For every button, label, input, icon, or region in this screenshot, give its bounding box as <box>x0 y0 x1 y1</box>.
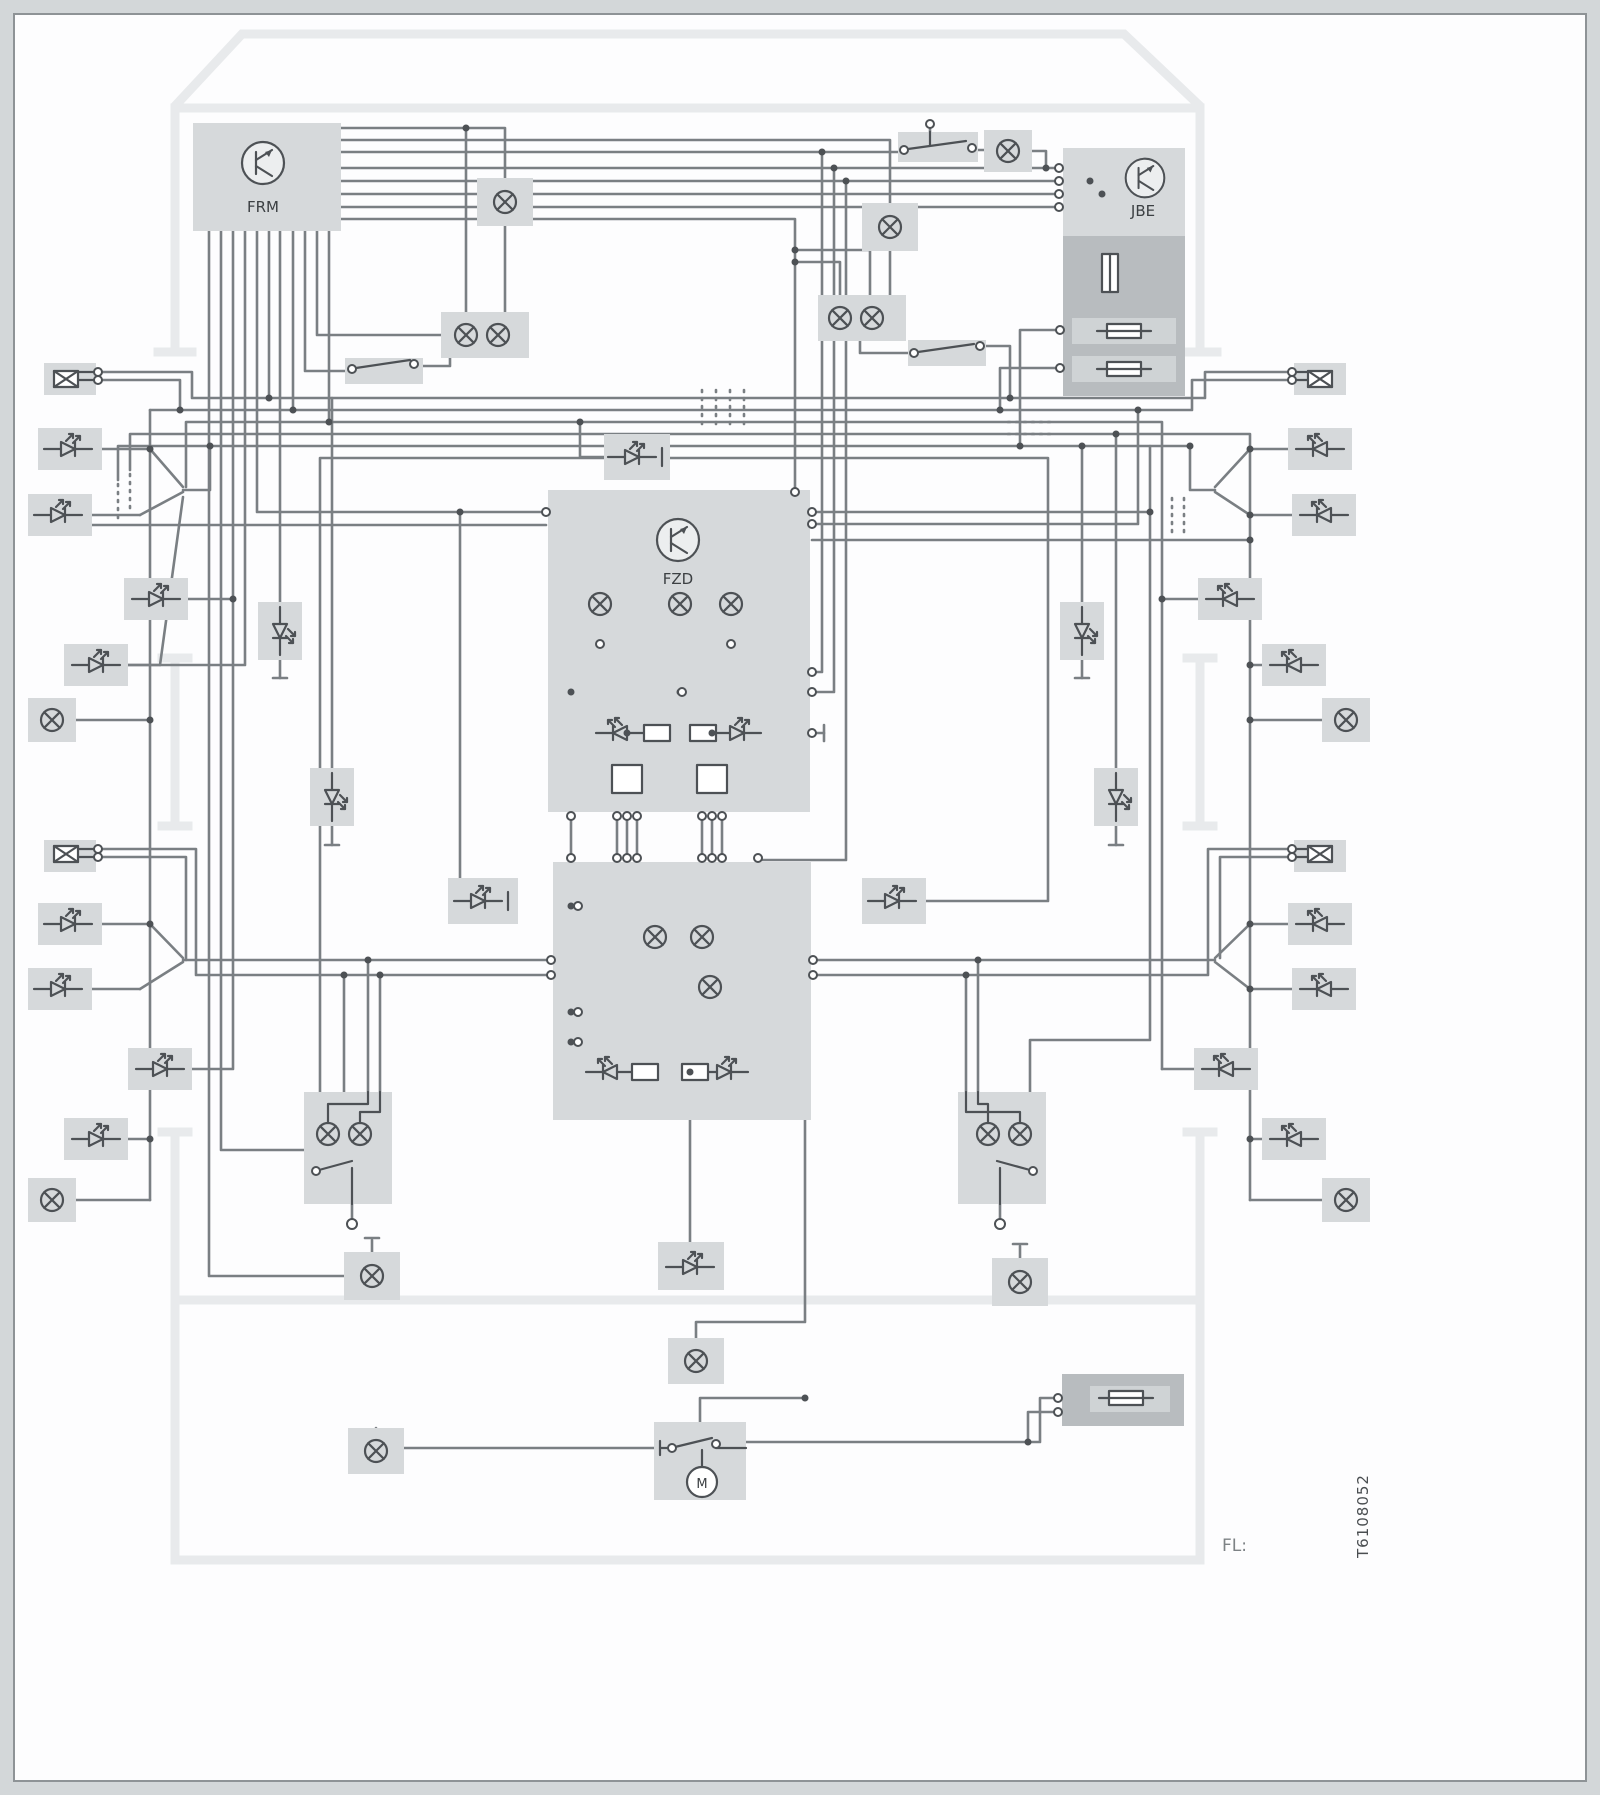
connector-x-right-bottom <box>1292 840 1346 872</box>
motor-label: M <box>696 1477 707 1492</box>
frm-label: FRM <box>247 198 279 216</box>
led-left-1 <box>38 428 102 470</box>
led-left-4 <box>64 644 128 686</box>
connector-x-icon <box>1306 369 1334 389</box>
control-module-icon <box>240 140 286 186</box>
terminal-circles <box>93 119 1297 1453</box>
photodiode-left-1 <box>258 602 302 660</box>
reading-light-unit-left <box>304 1090 392 1206</box>
led-right-3 <box>1198 578 1262 620</box>
switch-left <box>345 358 423 384</box>
connector-x-icon <box>52 844 80 864</box>
switch-right <box>908 340 986 366</box>
led-left-8 <box>64 1118 128 1160</box>
lamp-bottom-right <box>992 1258 1048 1306</box>
double-lamp-right <box>818 295 906 341</box>
lamp-right-bottom <box>1322 1178 1370 1222</box>
switch-icon <box>906 130 968 151</box>
frm-module: FRM <box>193 123 341 231</box>
led-left-2 <box>28 494 92 536</box>
led-mid-left <box>448 878 518 924</box>
led-left-5 <box>38 903 102 945</box>
lamp-front-right <box>862 203 918 251</box>
led-left-3 <box>124 578 188 620</box>
document-number: T6108052 <box>1354 1474 1372 1559</box>
led-left-7 <box>128 1048 192 1090</box>
fzd-module: FZD <box>548 490 810 812</box>
fuse-icon <box>1100 252 1120 294</box>
relay-icon <box>610 763 644 795</box>
fl-label: FL: <box>1222 1536 1247 1556</box>
trunk-motor-unit: M <box>654 1422 748 1500</box>
led-right-8 <box>1262 1118 1326 1160</box>
led-right-1 <box>1288 428 1352 470</box>
switch-icon <box>317 1159 354 1172</box>
connector-x-left-bottom <box>44 840 98 872</box>
connector-x-right-top <box>1292 363 1346 395</box>
jbe-label: JBE <box>1130 202 1155 220</box>
led-right-6 <box>1292 968 1356 1010</box>
fzd-label: FZD <box>663 570 693 588</box>
lamp-left-top <box>28 698 76 742</box>
connector-x-left-top <box>44 363 98 395</box>
led-right-2 <box>1292 494 1356 536</box>
led-mid-right <box>862 878 926 924</box>
switch-icon <box>673 1436 714 1449</box>
switch-icon <box>354 358 412 370</box>
trunk-fuse-box <box>1062 1374 1184 1426</box>
lamp-bottom-left <box>344 1252 400 1300</box>
connector-x-icon <box>52 369 80 389</box>
resistor-icon <box>680 1062 710 1082</box>
switch-icon <box>916 342 976 354</box>
lamp-trunk-left <box>348 1428 404 1474</box>
jbe-module: JBE <box>1063 148 1185 396</box>
led-left-6 <box>28 968 92 1010</box>
pass-through-markers <box>116 388 1186 536</box>
reading-light-unit-right <box>958 1090 1046 1206</box>
lamp-top-right <box>984 130 1032 172</box>
led-right-4 <box>1262 644 1326 686</box>
switch-icon <box>995 1159 1032 1172</box>
resistor-icon <box>688 723 718 743</box>
connector-x-icon <box>1306 844 1334 864</box>
car-outline <box>153 29 1222 1565</box>
lamp-left-bottom <box>28 1178 76 1222</box>
resistor-icon <box>642 723 672 743</box>
switch-top-right <box>898 130 978 162</box>
control-module-icon <box>1124 157 1166 199</box>
photodiode-right-2 <box>1094 768 1138 826</box>
led-right-5 <box>1288 903 1352 945</box>
photodiode-left-2 <box>310 768 354 826</box>
double-lamp-left <box>441 312 529 358</box>
photodiode-right-1 <box>1060 602 1104 660</box>
roof-switch-box <box>553 862 811 1120</box>
lamp-trunk-center <box>668 1338 724 1384</box>
control-module-icon <box>655 517 701 563</box>
relay-icon <box>695 763 729 795</box>
led-center-top <box>604 434 670 480</box>
led-bottom-center <box>658 1242 724 1290</box>
lamp-right-top <box>1322 698 1370 742</box>
lamp-front-left <box>477 178 533 226</box>
junction-dots <box>146 124 1254 1446</box>
motor-icon <box>685 1465 719 1499</box>
resistor-icon <box>630 1062 660 1082</box>
led-right-7 <box>1194 1048 1258 1090</box>
